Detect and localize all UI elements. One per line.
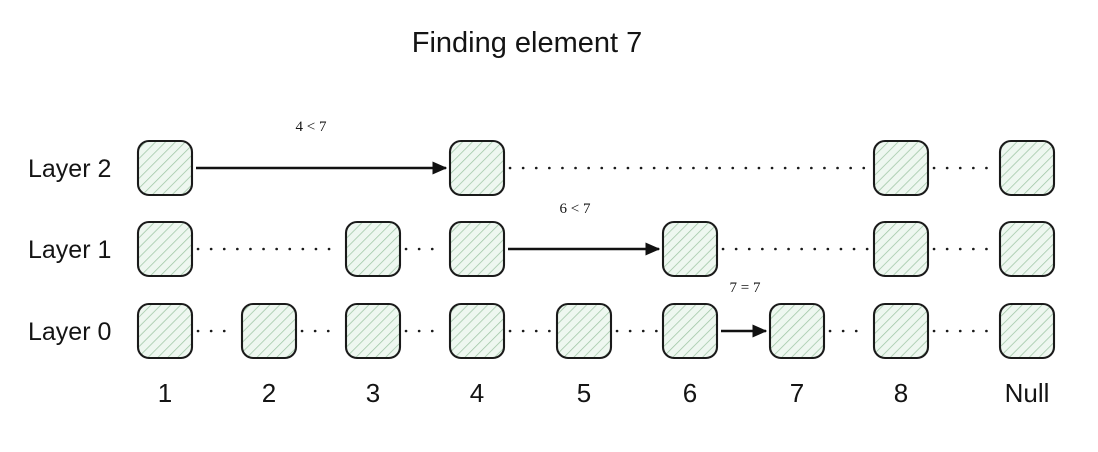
- node-layer-0-col-7[interactable]: [768, 302, 826, 360]
- node-layer-0-col-4[interactable]: [448, 302, 506, 360]
- column-label-7: 7: [790, 378, 804, 408]
- node-layer-0-col-6[interactable]: [661, 302, 719, 360]
- node-layer-0-col-1[interactable]: [136, 302, 194, 360]
- diagram-title-group: Finding element 7: [412, 27, 643, 59]
- column-label-5: 5: [577, 378, 591, 408]
- dotted-link-group: [196, 166, 996, 333]
- column-label-Null: Null: [1005, 378, 1050, 408]
- comparison-label-step-layer2: 4 < 7: [296, 119, 327, 135]
- comparison-label-step-layer1: 6 < 7: [560, 201, 591, 217]
- node-layer-2-col-8[interactable]: [872, 139, 930, 197]
- layer-label-group: Layer 2 Layer 1 Layer 0: [28, 155, 111, 346]
- layer-label-layer-1: Layer 1: [28, 236, 111, 264]
- node-layer-0-col-5[interactable]: [555, 302, 613, 360]
- node-layer-2-col-1[interactable]: [136, 139, 194, 197]
- column-label-2: 2: [262, 378, 276, 408]
- column-label-6: 6: [683, 378, 697, 408]
- node-layer-2-col-Null[interactable]: [998, 139, 1056, 197]
- comparison-label-group: 4 < 7 6 < 7 7 = 7: [296, 119, 761, 296]
- node-layer-0-col-2[interactable]: [240, 302, 298, 360]
- node-layer-1-col-8[interactable]: [872, 220, 930, 278]
- column-label-1: 1: [158, 378, 172, 408]
- node-layer-0-col-8[interactable]: [872, 302, 930, 360]
- node-layer-0-col-Null[interactable]: [998, 302, 1056, 360]
- comparison-label-step-layer0: 7 = 7: [730, 280, 761, 296]
- column-label-4: 4: [470, 378, 484, 408]
- column-label-group: 1 2 3 4 5 6 7 8 Null: [158, 378, 1050, 408]
- search-arrow-group: [196, 161, 768, 338]
- node-layer-0-col-3[interactable]: [344, 302, 402, 360]
- node-layer-1-col-1[interactable]: [136, 220, 194, 278]
- layer-label-layer-0: Layer 0: [28, 318, 111, 346]
- column-label-3: 3: [366, 378, 380, 408]
- node-group: [136, 139, 1056, 360]
- page-title: Finding element 7: [412, 27, 643, 59]
- node-layer-1-col-4[interactable]: [448, 220, 506, 278]
- node-layer-1-col-Null[interactable]: [998, 220, 1056, 278]
- layer-label-layer-2: Layer 2: [28, 155, 111, 183]
- node-layer-1-col-3[interactable]: [344, 220, 402, 278]
- node-layer-2-col-4[interactable]: [448, 139, 506, 197]
- node-layer-1-col-6[interactable]: [661, 220, 719, 278]
- column-label-8: 8: [894, 378, 908, 408]
